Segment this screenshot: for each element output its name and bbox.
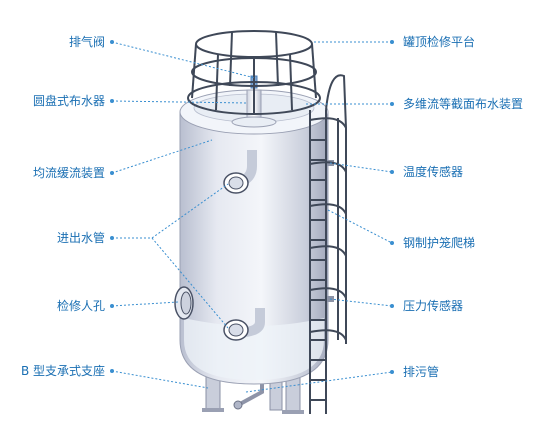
lower-pipe-shape xyxy=(245,308,265,337)
label-top-platform: 罐顶检修平台 xyxy=(403,35,476,49)
water-volume xyxy=(184,318,324,380)
leader-lines xyxy=(111,41,393,393)
label-exhaust-valve: 排气阀 xyxy=(68,35,105,49)
label-steel-ladder: 钢制护笼爬梯 xyxy=(403,236,476,250)
label-support: B 型支承式支座 xyxy=(20,364,105,378)
caged-ladder xyxy=(309,74,347,414)
leader-dots xyxy=(110,40,394,374)
label-pressure-sensor: 压力传感器 xyxy=(403,299,464,313)
top-platform-rail xyxy=(187,30,321,115)
label-flow-buffer: 均流缓流装置 xyxy=(32,166,105,180)
label-drain-pipe: 排污管 xyxy=(403,365,440,379)
label-manhole: 检修人孔 xyxy=(56,299,105,313)
label-temp-sensor: 温度传感器 xyxy=(403,165,464,179)
label-disc-distributor: 圆盘式布水器 xyxy=(32,94,105,108)
label-multi-distributor: 多维流等截面布水装置 xyxy=(403,97,524,111)
label-inlet-outlet-pipe: 进出水管 xyxy=(56,231,105,245)
